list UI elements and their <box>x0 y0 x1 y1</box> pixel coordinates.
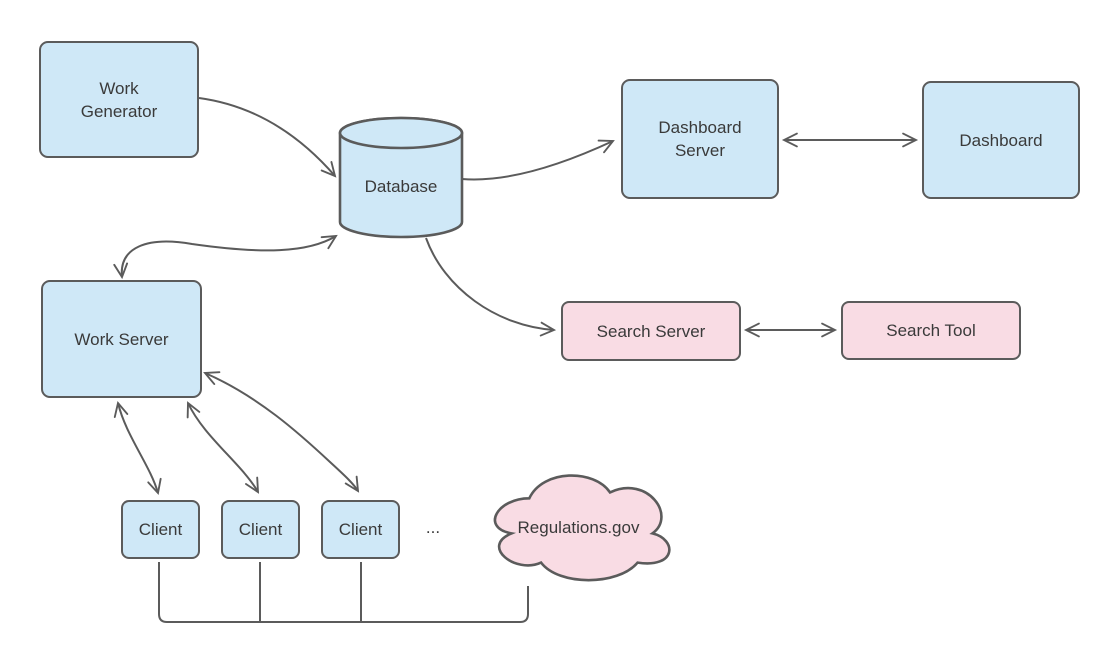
node-dashboard: Dashboard <box>922 81 1080 199</box>
node-dashboard-label: Dashboard <box>959 130 1043 150</box>
node-work-server: Work Server <box>41 280 202 398</box>
node-work-generator-label: Work Generator <box>80 78 158 121</box>
node-client-1: Client <box>121 500 200 559</box>
edge-work-server-to-client-1 <box>113 400 162 496</box>
edge-work-server-to-client-2 <box>186 401 260 494</box>
node-search-server: Search Server <box>561 301 741 361</box>
edge-database-to-search-server <box>425 237 557 337</box>
edge-work-server-to-client-3 <box>203 371 360 493</box>
edge-database-to-dashboard-server <box>461 139 615 181</box>
node-dashboard-server: Dashboard Server <box>621 79 779 199</box>
node-client-2-label: Client <box>238 520 283 539</box>
node-client-3-label: Client <box>338 520 383 539</box>
node-search-tool-label: Search Tool <box>886 321 976 340</box>
node-client-2: Client <box>221 500 300 559</box>
node-client-1-label: Client <box>138 520 183 539</box>
database-cylinder-shape <box>338 116 464 239</box>
node-work-generator: Work Generator <box>39 41 199 158</box>
regulations-gov-cloud-shape <box>493 474 671 582</box>
node-search-server-label: Search Server <box>596 321 706 341</box>
node-client-3: Client <box>321 500 400 559</box>
node-work-server-label: Work Server <box>74 329 169 349</box>
edge-client-1-to-regulations-gov <box>158 562 529 623</box>
edge-work-server-to-database <box>113 234 338 280</box>
node-search-tool: Search Tool <box>841 301 1021 360</box>
node-dashboard-server-label: Dashboard Server <box>658 118 742 160</box>
edge-work-generator-to-database <box>198 97 337 178</box>
